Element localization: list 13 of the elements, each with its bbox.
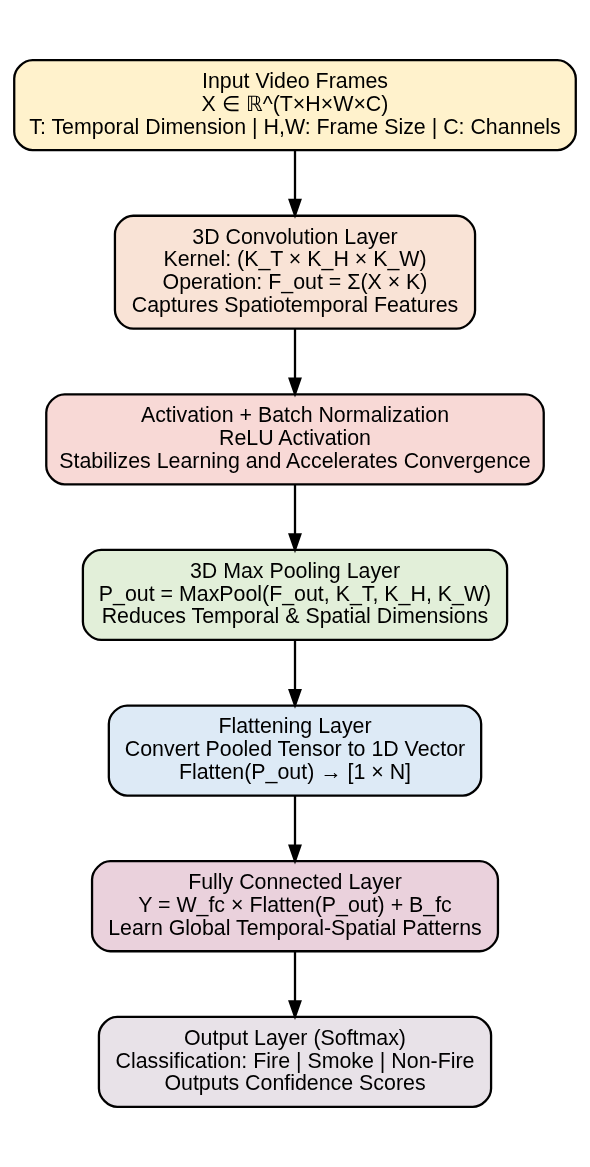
arrow — [288, 328, 302, 398]
arrow — [288, 150, 302, 219]
node-box: Output Layer (Softmax) Classification: Fire | Smoke | Non-Fire Outputs Confidence Scores — [97, 1015, 493, 1109]
node-box: Fully Connected Layer Y = W_fc × Flatten(P_out) + B_fc Learn Global Temporal-Spatial Patterns — [90, 860, 500, 953]
arrow — [288, 640, 302, 709]
arrow — [288, 484, 302, 554]
arrow — [288, 951, 302, 1021]
node-box: 3D Max Pooling Layer P_out = MaxPool(F_out, K_T, K_H, K_W) Reduces Temporal & Spatial Dimensions — [81, 548, 509, 642]
node-box: Flattening Layer Convert Pooled Tensor to 1D Vector Flatten(P_out) → [1 × N] — [107, 704, 483, 797]
arrow — [288, 795, 302, 865]
node-box: 3D Convolution Layer Kernel: (K_T × K_H × K_W) Operation: F_out = Σ(X × K) Captures Spatiotemporal Features — [113, 214, 477, 330]
node-box: Activation + Batch Normalization ReLU Activation Stabilizes Learning and Accelerates Convergence — [45, 393, 545, 486]
node-box: Input Video Frames X ∈ ℝ^(T×H×W×C) T: Temporal Dimension | H,W: Frame Size | C: Channels — [13, 58, 577, 152]
